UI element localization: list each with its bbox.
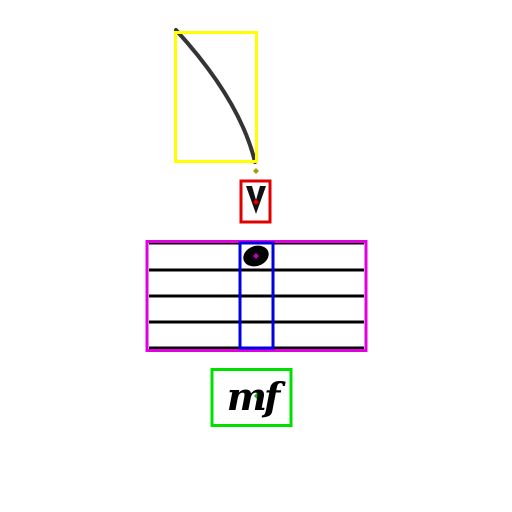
slur-center-marker xyxy=(253,168,259,174)
dynamic-bbox xyxy=(210,368,293,427)
slur-curve xyxy=(174,28,257,164)
dynamic-center-marker xyxy=(254,393,260,399)
slur-bbox xyxy=(174,31,258,163)
accent-bbox xyxy=(239,179,272,224)
dynamic-marking: mf xyxy=(226,374,281,419)
accent-center-marker xyxy=(253,199,259,205)
note-bbox xyxy=(238,241,275,350)
note-center-marker xyxy=(253,253,259,259)
